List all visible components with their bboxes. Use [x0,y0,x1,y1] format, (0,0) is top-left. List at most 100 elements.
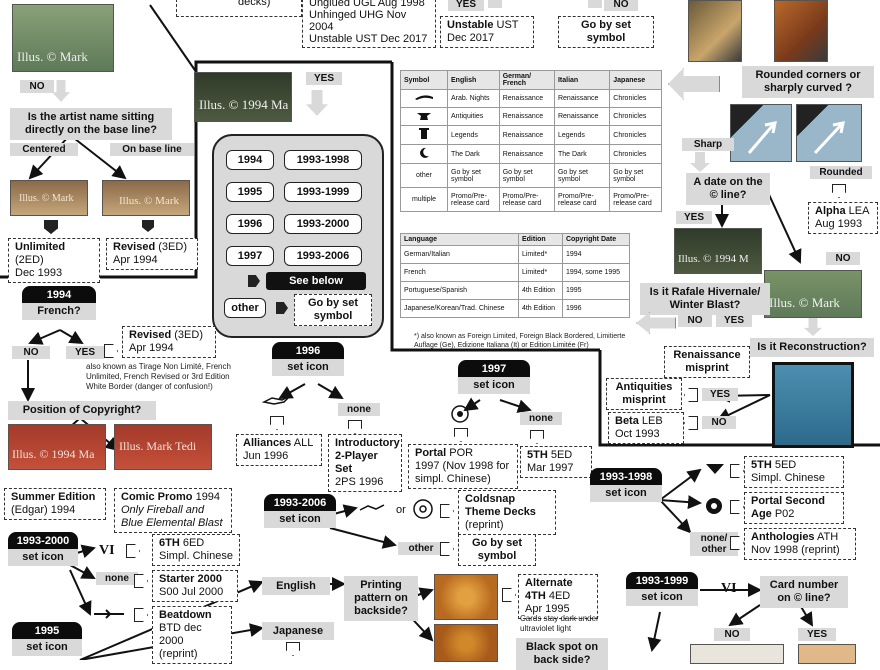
year-1993-1998-box: 1993-1998 [284,150,362,170]
header-1998-year: 1993-1998 [599,471,653,483]
antiquities-misprint-box: Antiquities misprint [606,378,682,410]
anth-code: ATH [814,531,839,543]
revised-date: Apr 1994 [113,254,158,266]
cell: Promo/Pre-release card [498,187,555,212]
beatdown-date: BTD dec 2000 (reprint) [159,622,202,660]
pentagon-icon [270,416,284,430]
mid-yes-tag: YES [306,72,342,85]
svg-text:VI: VI [721,581,737,594]
card-number-no-tag: NO [714,628,750,641]
header-2006-sub: set icon [264,511,336,528]
coldsnap-box: Coldsnap Theme Decks (reprint) [458,490,556,535]
alt4-date: Apr 1995 [525,603,570,615]
sixth-code: 6ED [179,537,205,549]
sixth-edition-symbol-icon: VI [721,581,737,594]
beta-date: Oct 1993 [615,428,660,440]
comic-name: Comic Promo [121,491,193,503]
mid-gobyset-box: Go by set symbol [294,294,372,326]
pentagon-icon [440,542,454,556]
unstable-box: Unstable UST Dec 2017 [440,16,534,48]
down-arrow-icon [306,90,328,116]
pentagon-icon [248,275,260,287]
anth-date: Nov 1998 (reprint) [751,544,840,556]
summer-image-text: Illus. © 1994 Ma [12,447,95,461]
header-1997-sub: set icon [458,377,530,394]
card-number-yes-tag: YES [798,628,836,641]
fifth-chinese-code: 5ED [771,459,797,471]
on-base-line-tag: On base line [110,143,194,156]
arabian-nights-icon [400,89,448,108]
header-1995: 1995 set icon [12,622,82,656]
summer-name: Summer Edition [11,491,96,503]
unstable-name: Unstable [447,19,494,31]
alliances-date: Jun 1996 [243,450,289,462]
th-german: German/ French [498,70,555,90]
fifth-edition-symbol-icon [706,464,724,474]
header-2000-sub: set icon [8,549,78,566]
starter-date: S00 Jul 2000 [159,586,224,598]
intro-name: Introductory 2-Player Set [335,437,400,475]
rounded-tag: Rounded [810,166,872,179]
uv-note: Cards stay dark under ultraviolet light [520,614,599,633]
unlimited-box: Unlimited (2ED) Dec 1993 [8,238,100,283]
beta-name: Beta [615,415,639,427]
pentagon-icon [134,608,148,622]
table-footnote: *) also known as Foreign Limited, Foreig… [414,333,626,349]
th-edition: Edition [517,233,563,246]
cell: Renaissance [498,125,555,145]
sixth-name: 6TH [159,537,180,549]
pentagon-icon [126,544,140,558]
introductory-box: Introductory 2-Player Set 2PS 1996 [328,434,402,492]
none-1997-tag: none [520,412,562,425]
fifth-chinese-name: 5TH [751,459,772,471]
pentagon-icon [104,344,118,358]
card-number-image-yes [798,644,856,664]
cell: Renaissance [498,89,555,108]
cell: German/Italian [400,245,519,264]
header-1993-1999: 1993-1999 set icon [626,572,698,606]
top-no-tag: NO [604,0,638,11]
coldsnap-symbol-icon [359,504,385,511]
header-1997: 1997 set icon [458,360,530,394]
portal2-name: Portal Second Age [751,495,825,520]
centered-tag: Centered [10,143,78,156]
cell: 1994, some 1995 [561,263,631,282]
un-line-2: Unhinged UHG Nov 2004 [309,9,407,33]
year-1993-2006-box: 1993-2006 [284,246,362,266]
year-1993-1999-box: 1993-1999 [284,182,362,202]
alliances-symbol-icon [262,395,291,405]
cell: Portuguese/Spanish [400,281,519,300]
none-2000-tag: none [96,572,138,585]
summer-edition-box: Summer Edition (Edgar) 1994 [4,488,106,520]
fifth-chinese-box: 5TH 5ED Simpl. Chinese [744,456,844,488]
fifth-date: Mar 1997 [527,462,574,474]
fifth-chinese-date: Simpl. Chinese [751,472,825,484]
none-1996-tag: none [338,403,380,416]
recon-no-tag: NO [702,416,736,429]
alt4-code: 4ED [545,590,571,602]
down-arrow-icon [690,152,710,172]
coldsnap-date: (reprint) [465,519,504,531]
anth-name: Anthologies [751,531,815,543]
pentagon-icon [276,302,288,314]
year-1995-box: 1995 [226,182,274,202]
black-spot-question: Black spot on back side? [516,638,608,670]
cell: Renaissance [553,107,611,126]
gobyset-2006-label: Go by set symbol [471,537,523,562]
header-1993-2000: 1993-2000 set icon [8,532,78,566]
white-arrow-icon [747,121,777,154]
sharp-corner-image [730,104,792,162]
header-1999-year: 1993-1999 [635,575,689,587]
revised-code: (3ED) [155,241,187,253]
comic-code: 1994 [192,491,221,503]
copyright-position-question: Position of Copyright? [8,401,156,420]
alpha-code: LEA [845,205,870,217]
cell: Go by set symbol [498,163,555,188]
cell: other [400,163,448,188]
revised-box: Revised (3ED) Apr 1994 [106,238,198,270]
svg-text:VI: VI [99,543,115,556]
cell: Promo/Pre-release card [447,187,500,212]
fifth-name: 5TH [527,449,548,461]
cell: French [400,263,519,282]
alpha-name: Alpha [815,205,846,217]
